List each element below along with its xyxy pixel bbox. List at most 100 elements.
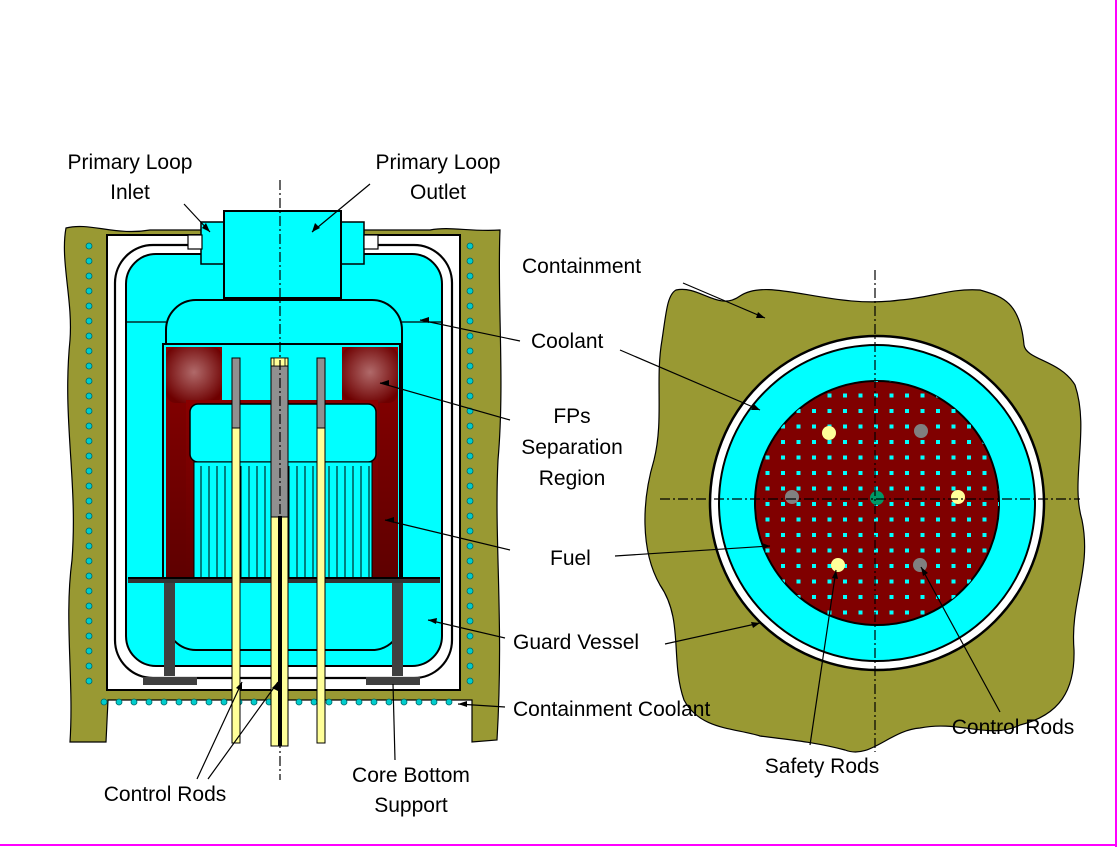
containment-coolant-dot xyxy=(295,698,303,706)
containment-coolant-dot xyxy=(466,302,474,310)
containment-coolant-dot xyxy=(466,497,474,505)
cross-section-view xyxy=(63,180,502,780)
containment-coolant-dot xyxy=(466,677,474,685)
containment-coolant-dot xyxy=(466,287,474,295)
label-fps-2: Separation xyxy=(521,436,623,459)
plan-control-rod xyxy=(914,424,928,438)
label-safety-rods: Safety Rods xyxy=(765,755,879,778)
label-primary-loop-inlet-2: Inlet xyxy=(110,181,150,204)
fps-region-right xyxy=(342,347,398,403)
containment-coolant-dot xyxy=(85,347,93,355)
containment-coolant-dot xyxy=(130,698,138,706)
containment-coolant-dot xyxy=(85,542,93,550)
label-core-bottom-support-1: Core Bottom xyxy=(352,764,470,787)
containment-coolant-dot xyxy=(160,698,168,706)
plan-central-rod xyxy=(870,491,884,505)
core-support-leg-left xyxy=(164,583,175,676)
containment-coolant-dot xyxy=(190,698,198,706)
label-fps-3: Region xyxy=(539,467,606,490)
label-fuel: Fuel xyxy=(550,547,591,570)
containment-coolant-dot xyxy=(466,542,474,550)
containment-coolant-dot xyxy=(85,362,93,370)
label-fps-1: FPs xyxy=(553,405,590,428)
containment-coolant-dot xyxy=(85,422,93,430)
plan-control-rod xyxy=(785,490,799,504)
core-support-leg-right xyxy=(392,583,403,676)
containment-coolant-dot xyxy=(466,242,474,250)
fps-region-left xyxy=(166,347,222,403)
containment-coolant-dot xyxy=(205,698,213,706)
plan-view xyxy=(644,270,1086,753)
containment-coolant-dot xyxy=(466,257,474,265)
containment-coolant-dot xyxy=(466,467,474,475)
containment-coolant-dot xyxy=(85,557,93,565)
containment-coolant-dot xyxy=(85,377,93,385)
containment-coolant-dot xyxy=(85,647,93,655)
label-core-bottom-support-2: Support xyxy=(374,794,448,817)
plan-control-rod xyxy=(913,558,927,572)
primary-loop-outlet-nozzle xyxy=(223,210,342,299)
containment-coolant-dot xyxy=(175,698,183,706)
containment-coolant-dot xyxy=(85,302,93,310)
plan-safety-rod xyxy=(951,490,965,504)
label-containment: Containment xyxy=(522,255,641,278)
containment-coolant-dot xyxy=(220,698,228,706)
containment-coolant-dot xyxy=(85,317,93,325)
containment-coolant-dot xyxy=(85,497,93,505)
containment-coolant-dot xyxy=(466,617,474,625)
containment-coolant-dot xyxy=(85,602,93,610)
containment-coolant-dot xyxy=(115,698,123,706)
containment-coolant-dot xyxy=(370,698,378,706)
containment-coolant-dot xyxy=(85,482,93,490)
containment-coolant-dot xyxy=(466,602,474,610)
containment-coolant-dot xyxy=(85,332,93,340)
containment-coolant-dot xyxy=(85,452,93,460)
containment-coolant-dot xyxy=(85,257,93,265)
containment-coolant-dot xyxy=(85,617,93,625)
containment-coolant-dot xyxy=(85,437,93,445)
containment-coolant-dot xyxy=(340,698,348,706)
containment-coolant-dot xyxy=(85,467,93,475)
containment-coolant-dot xyxy=(466,482,474,490)
containment-coolant-dot xyxy=(466,362,474,370)
containment-coolant-dot xyxy=(466,512,474,520)
containment-coolant-dot xyxy=(145,698,153,706)
containment-coolant-dot xyxy=(466,572,474,580)
containment-coolant-dot xyxy=(430,698,438,706)
containment-coolant-dot xyxy=(85,677,93,685)
containment-coolant-dot xyxy=(466,332,474,340)
containment-coolant-dot xyxy=(85,407,93,415)
containment-coolant-dot xyxy=(85,392,93,400)
containment-coolant-dot xyxy=(355,698,363,706)
label-primary-loop-outlet-2: Outlet xyxy=(410,181,466,204)
labels: Primary Loop Inlet Primary Loop Outlet C… xyxy=(68,151,1075,817)
containment-coolant-dot xyxy=(466,422,474,430)
containment-coolant-dot xyxy=(85,587,93,595)
label-guard-vessel: Guard Vessel xyxy=(513,631,639,654)
label-control-rods-right: Control Rods xyxy=(952,716,1075,739)
containment-coolant-dot xyxy=(250,698,258,706)
leader-lines xyxy=(183,183,1001,780)
label-coolant: Coolant xyxy=(531,330,604,353)
containment-coolant-dot xyxy=(85,527,93,535)
containment-coolant-dot xyxy=(85,572,93,580)
label-primary-loop-inlet-1: Primary Loop xyxy=(68,151,193,174)
containment-coolant-dot xyxy=(466,392,474,400)
containment-coolant-dot xyxy=(85,287,93,295)
containment-coolant-dot xyxy=(85,272,93,280)
containment-coolant-dot xyxy=(400,698,408,706)
containment-coolant-dot xyxy=(466,557,474,565)
plan-safety-rod xyxy=(831,558,845,572)
label-containment-coolant: Containment Coolant xyxy=(513,698,710,721)
containment-coolant-dot xyxy=(466,587,474,595)
containment-coolant-dot xyxy=(466,317,474,325)
containment-coolant-dot xyxy=(85,662,93,670)
containment-coolant-dot xyxy=(466,452,474,460)
containment-coolant-dot xyxy=(385,698,393,706)
containment-coolant-dot xyxy=(415,698,423,706)
containment-coolant-dot xyxy=(85,512,93,520)
label-primary-loop-outlet-1: Primary Loop xyxy=(376,151,501,174)
containment-coolant-dot xyxy=(310,698,318,706)
